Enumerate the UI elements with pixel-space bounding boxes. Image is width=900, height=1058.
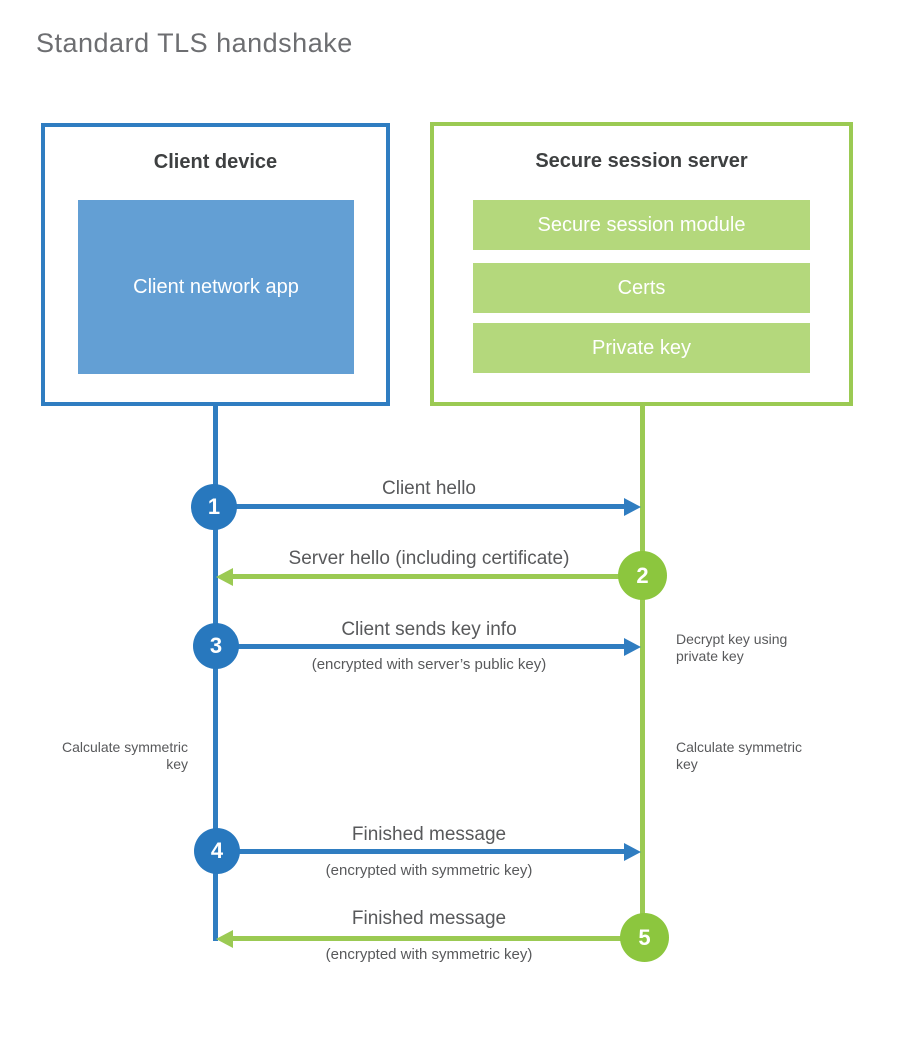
server-module-label: Secure session module: [537, 213, 746, 236]
secure-session-server-title: Secure session server: [535, 150, 748, 172]
step-number: 1: [207, 494, 221, 519]
message-label-server-hello: Server hello (including certificate): [288, 548, 570, 569]
annotation-calculate-symmetric-key-server: Calculate symmetric key: [676, 739, 803, 772]
client-device-title: Client device: [153, 151, 278, 173]
message-label-client-hello: Client hello: [382, 478, 476, 499]
arrow-client-hello: [235, 504, 626, 509]
step-badge-4: 4: [194, 828, 240, 874]
server-module-private-key: Private key: [473, 323, 810, 373]
step-number: 3: [209, 633, 223, 658]
annotation-calculate-symmetric-key-client: Calculate symmetric key: [61, 739, 188, 772]
message-label-finished-server: Finished message: [351, 908, 507, 929]
annotation-decrypt-key: Decrypt key using private key: [676, 631, 788, 664]
secure-session-server-box: Secure session server Secure session mod…: [430, 122, 853, 406]
client-device-box: Client device Client network app: [41, 123, 390, 406]
arrow-left-icon: [216, 568, 233, 586]
message-sublabel-finished-client: (encrypted with symmetric key): [325, 862, 533, 879]
arrow-server-hello: [233, 574, 621, 579]
message-sublabel-key-info: (encrypted with server’s public key): [311, 656, 547, 673]
page-title: Standard TLS handshake: [36, 28, 353, 58]
arrow-finished-server: [233, 936, 623, 941]
server-lifeline: [640, 406, 645, 938]
client-lifeline: [213, 406, 218, 941]
server-module-certs: Certs: [473, 263, 810, 313]
arrow-left-icon: [216, 930, 233, 948]
server-module-label: Private key: [592, 336, 691, 359]
server-module-label: Certs: [617, 276, 666, 299]
step-badge-5: 5: [620, 913, 669, 962]
step-number: 2: [636, 562, 649, 588]
step-badge-3: 3: [193, 623, 239, 669]
step-badge-1: 1: [191, 484, 237, 530]
client-network-app-box: Client network app: [78, 200, 354, 374]
arrow-key-info: [238, 644, 626, 649]
arrow-right-icon: [624, 498, 641, 516]
arrow-finished-client: [238, 849, 626, 854]
server-module-secure-session: Secure session module: [473, 200, 810, 250]
step-badge-2: 2: [618, 551, 667, 600]
arrow-right-icon: [624, 843, 641, 861]
step-number: 5: [638, 924, 651, 950]
arrow-right-icon: [624, 638, 641, 656]
message-sublabel-finished-server: (encrypted with symmetric key): [325, 946, 533, 963]
client-network-app-label: Client network app: [133, 275, 299, 298]
message-label-key-info: Client sends key info: [341, 619, 517, 640]
message-label-finished-client: Finished message: [351, 824, 507, 845]
step-number: 4: [210, 838, 224, 863]
